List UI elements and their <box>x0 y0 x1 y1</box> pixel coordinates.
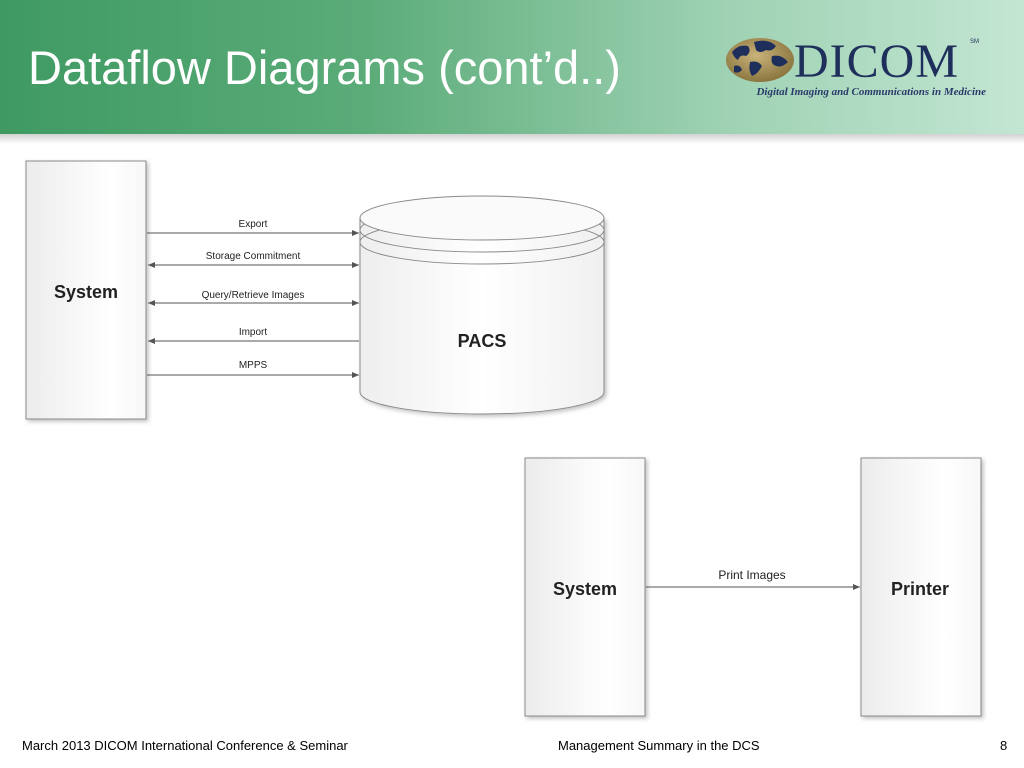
system-label-2: System <box>553 579 617 599</box>
logo-tagline: Digital Imaging and Communications in Me… <box>756 86 986 98</box>
flow-query-retrieve-label: Query/Retrieve Images <box>202 290 305 301</box>
pacs-database: PACS <box>359 195 605 415</box>
dicom-logo: DICOM SM Digital Imaging and Communicati… <box>724 34 986 104</box>
flow-mpps-label: MPPS <box>239 360 268 371</box>
flow-mpps: MPPS <box>147 360 359 378</box>
slide-title: Dataflow Diagrams (cont’d..) <box>28 41 621 94</box>
pacs-label: PACS <box>458 331 507 351</box>
globe-icon <box>726 38 794 82</box>
flow-export: Export <box>147 219 359 236</box>
system-label: System <box>54 282 118 302</box>
flow-import: Import <box>148 327 359 344</box>
printer-label: Printer <box>891 579 949 599</box>
footer-left: March 2013 DICOM International Conferenc… <box>22 738 348 753</box>
slide-header <box>0 0 1024 134</box>
flow-storage-commitment: Storage Commitment <box>148 251 359 268</box>
flow-query-retrieve: Query/Retrieve Images <box>148 290 359 306</box>
page-number: 8 <box>1000 738 1008 753</box>
logo-service-mark: SM <box>970 39 979 45</box>
footer-center: Management Summary in the DCS <box>558 738 760 753</box>
system-box-2: System <box>524 457 646 717</box>
printer-box: Printer <box>860 457 982 717</box>
logo-wordmark: DICOM <box>794 35 960 88</box>
system-box: System <box>25 160 147 420</box>
flow-import-label: Import <box>239 327 268 338</box>
flow-storage-commitment-label: Storage Commitment <box>206 251 301 262</box>
flow-export-label: Export <box>239 219 268 230</box>
header-shadow <box>0 134 1024 144</box>
flow-print-images: Print Images <box>646 568 860 590</box>
flow-print-images-label: Print Images <box>718 568 785 582</box>
